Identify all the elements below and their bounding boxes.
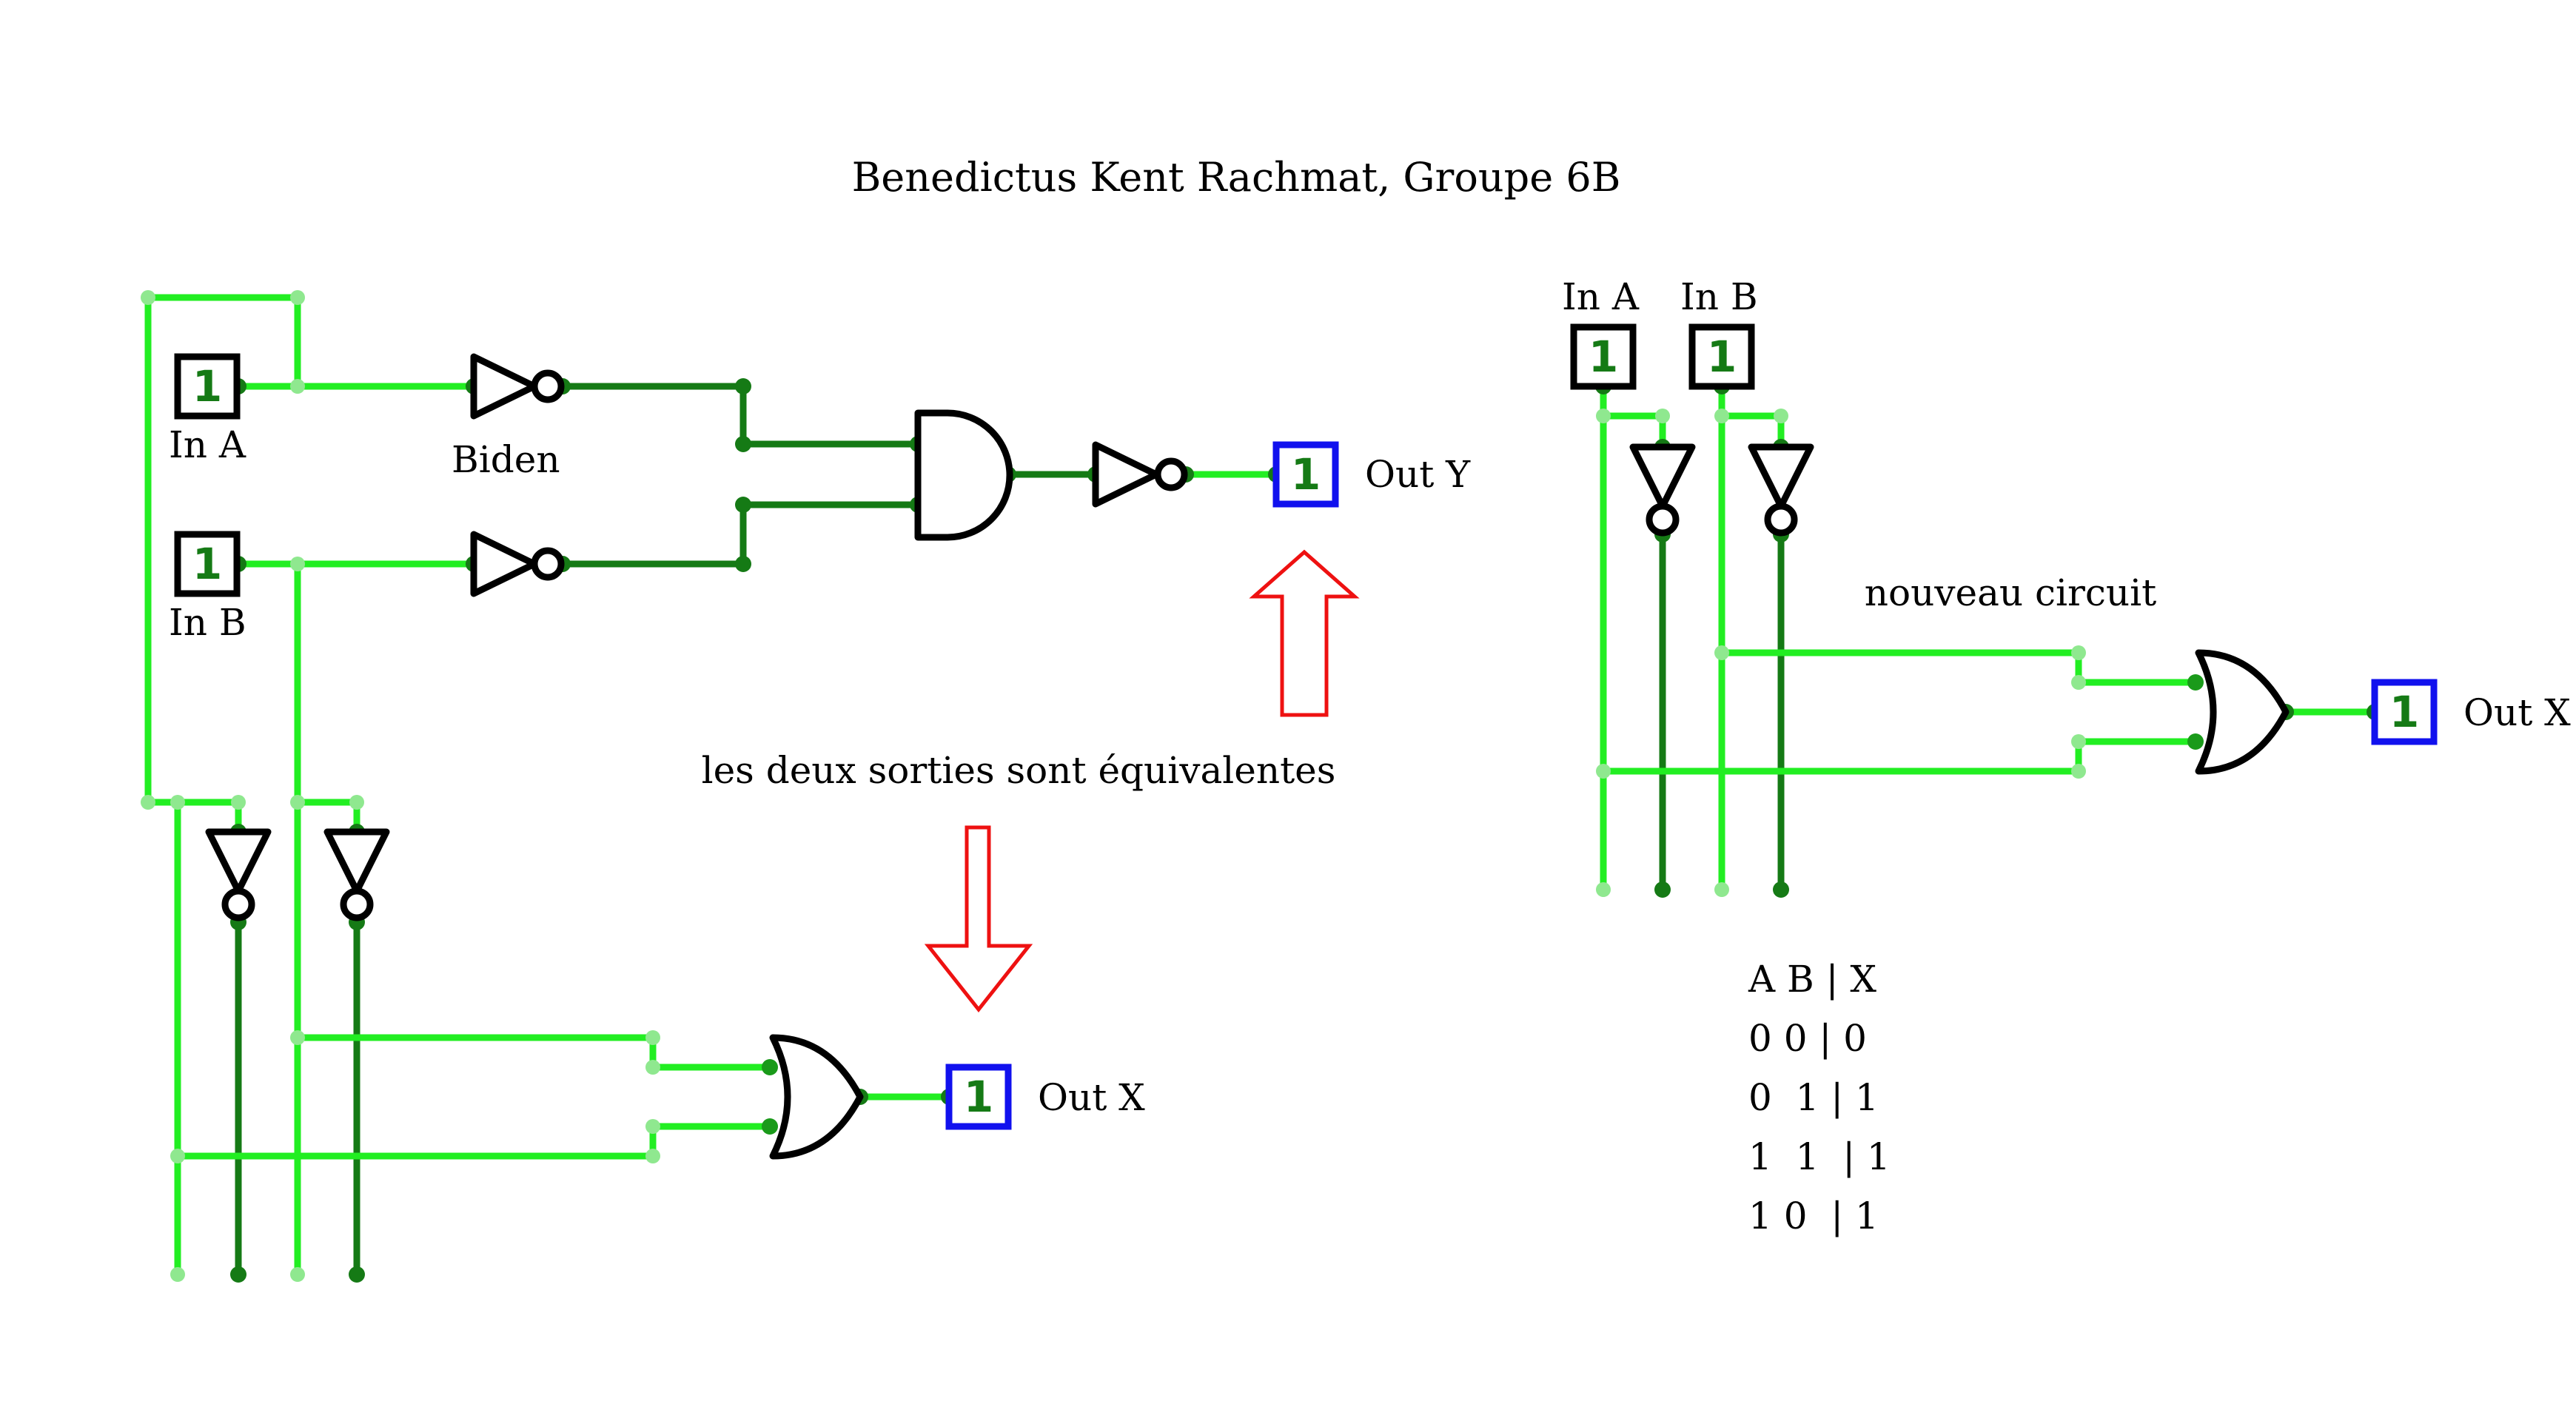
left-input-b-value: 1 — [192, 539, 222, 589]
left-output-x-value: 1 — [964, 1072, 993, 1122]
right-circuit-wires — [1600, 383, 2378, 893]
left-input-a-label: In A — [169, 423, 246, 466]
left-not-gate-a[interactable] — [470, 353, 565, 420]
right-not-gate-a[interactable] — [1629, 443, 1696, 537]
left-not-gate-out[interactable] — [1092, 441, 1188, 508]
left-not-gate-b[interactable] — [470, 531, 565, 597]
output-y-label: Out Y — [1365, 453, 1471, 496]
arrow-down-icon — [924, 825, 1033, 1013]
right-input-b-label: In B — [1680, 275, 1758, 318]
right-output-x-pin[interactable]: 1 — [2371, 679, 2438, 745]
right-input-b-pin[interactable]: 1 — [1688, 323, 1755, 390]
left-output-x-label: Out X — [1038, 1076, 1145, 1119]
new-circuit-caption: nouveau circuit — [1865, 571, 2156, 614]
left-circuit-wires — [144, 294, 1280, 1278]
right-circuit-junctions — [1595, 378, 2383, 898]
page-title: Benedictus Kent Rachmat, Groupe 6B — [852, 154, 1621, 201]
left-input-b-label: In B — [169, 601, 246, 644]
truth-table-row: 0 1 | 1 — [1748, 1076, 1879, 1119]
truth-table-row: 1 1 | 1 — [1748, 1135, 1891, 1178]
right-input-a-pin[interactable]: 1 — [1570, 323, 1637, 390]
left-output-x-pin[interactable]: 1 — [945, 1064, 1012, 1130]
left-and-gate[interactable] — [914, 409, 1013, 541]
right-input-a-value: 1 — [1589, 332, 1618, 382]
truth-table-header: A B | X — [1748, 958, 1876, 1001]
left-input-a-value: 1 — [192, 361, 222, 411]
truth-table-row: 1 0 | 1 — [1748, 1195, 1879, 1237]
output-y-value: 1 — [1291, 449, 1321, 500]
not-gate-label: Biden — [452, 438, 560, 481]
left-input-b-pin[interactable]: 1 — [174, 531, 241, 597]
right-input-b-value: 1 — [1707, 332, 1737, 382]
right-input-a-label: In A — [1562, 275, 1640, 318]
right-output-x-label: Out X — [2463, 691, 2571, 734]
right-or-gate[interactable] — [2195, 649, 2290, 775]
truth-table: A B | X 0 0 | 0 0 1 | 1 1 1 | 1 1 0 | 1 — [1748, 958, 1891, 1237]
right-not-gate-b[interactable] — [1748, 443, 1814, 537]
left-not-gate-lower-b[interactable] — [323, 828, 390, 921]
right-output-x-value: 1 — [2389, 687, 2419, 737]
left-not-gate-lower-a[interactable] — [205, 828, 272, 921]
equivalence-annotation: les deux sorties sont équivalentes — [702, 749, 1336, 792]
left-input-a-pin[interactable]: 1 — [174, 353, 241, 420]
truth-table-row: 0 0 | 0 — [1748, 1017, 1867, 1060]
output-y-pin[interactable]: 1 — [1272, 441, 1339, 508]
arrow-up-icon — [1249, 549, 1360, 717]
left-or-gate[interactable] — [769, 1034, 864, 1160]
